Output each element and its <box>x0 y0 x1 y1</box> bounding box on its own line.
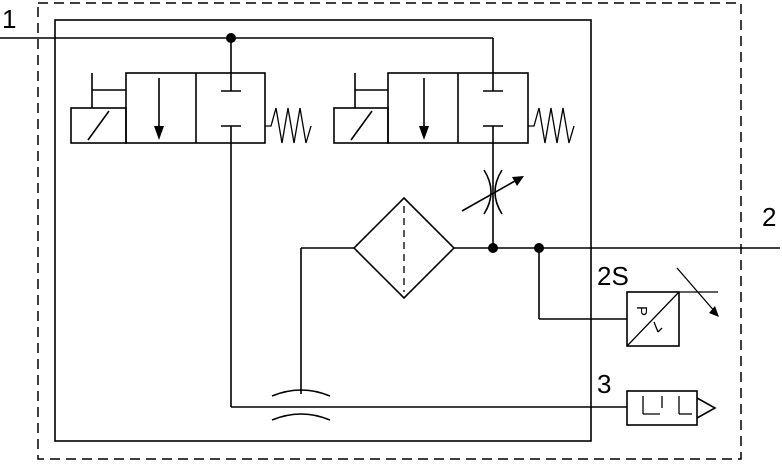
filter-element <box>352 196 456 300</box>
supply-line <box>0 33 494 73</box>
exhaust-line <box>230 143 627 408</box>
solenoid-valve-left <box>70 72 312 144</box>
port-2-label: 2 <box>762 202 776 232</box>
port-1-label: 1 <box>2 4 16 34</box>
junction-dot <box>488 243 498 253</box>
pressure-switch-p-label: P <box>633 306 650 316</box>
outlet-line <box>454 243 780 320</box>
port-3-label: 3 <box>597 369 611 399</box>
outer-enclosure <box>37 2 742 460</box>
solenoid-valve-right <box>333 72 575 144</box>
port-2s-label: 2S <box>597 261 629 291</box>
pressure-switch: P <box>626 267 719 347</box>
junction-dot <box>226 33 236 43</box>
silencer <box>626 390 717 426</box>
drain-line <box>271 247 354 421</box>
inner-block <box>54 19 592 442</box>
adjustable-throttle <box>461 143 524 248</box>
